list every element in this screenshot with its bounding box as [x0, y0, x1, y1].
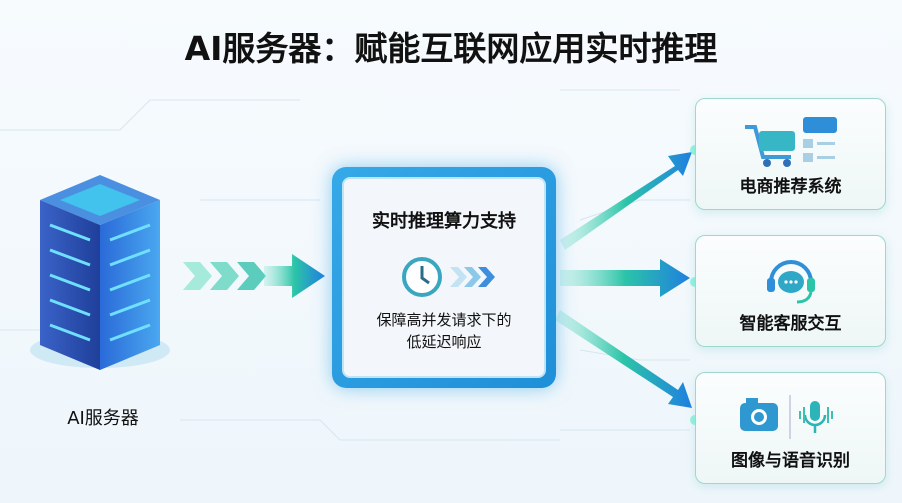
app-card-image-voice: 图像与语音识别: [695, 372, 886, 484]
ai-server-icon: [30, 175, 170, 370]
app-card-customer-service: 智能客服交互: [695, 235, 886, 347]
app-card-ecommerce: 电商推荐系统: [695, 98, 886, 210]
inference-support-box: 实时推理算力支持 保障高并发请求下的低延迟响应: [332, 167, 556, 388]
page-title: AI服务器：赋能互联网应用实时推理: [184, 29, 718, 68]
camera-microphone-icon: [739, 395, 833, 439]
center-title: 实时推理算力支持: [372, 211, 516, 232]
center-description-line2: 低延迟响应: [406, 333, 482, 351]
server-label: AI服务器: [67, 408, 139, 429]
output-arrows: [555, 152, 692, 408]
headset-chat-icon: [766, 260, 815, 304]
input-arrow: [183, 254, 325, 298]
clock-icon: [402, 257, 495, 297]
center-description-line1: 保障高并发请求下的: [376, 311, 512, 329]
circuit-lines: [0, 89, 690, 441]
shopping-cart-icon: [744, 117, 837, 167]
app-label: 图像与语音识别: [731, 451, 850, 471]
app-label: 电商推荐系统: [739, 177, 842, 197]
app-label: 智能客服交互: [739, 314, 842, 334]
